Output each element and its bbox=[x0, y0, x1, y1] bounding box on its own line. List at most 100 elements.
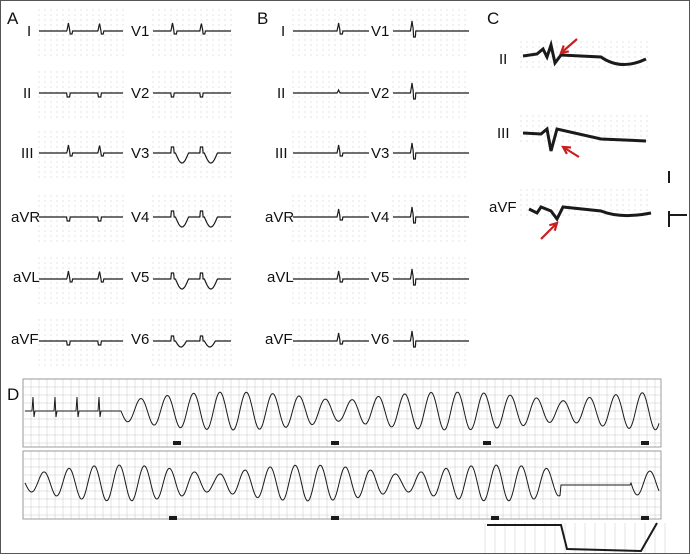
trace-c-ii bbox=[522, 39, 647, 67]
trace-b-right-0 bbox=[393, 20, 469, 38]
trace-b-right-5 bbox=[393, 330, 469, 348]
lead-label-c-avf: aVF bbox=[489, 199, 517, 216]
paper-grid-b-right-0 bbox=[392, 9, 466, 59]
lead-label-b-v4: V4 bbox=[371, 209, 390, 226]
lead-label-b-v3: V3 bbox=[371, 145, 390, 162]
trace-a-right-0 bbox=[153, 22, 231, 35]
lead-label-b-avr: aVR bbox=[265, 209, 295, 226]
trace-a-left-4 bbox=[39, 270, 123, 283]
trace-b-right-1 bbox=[393, 82, 469, 100]
timing-mark-1-2 bbox=[483, 441, 491, 445]
lead-label-c-ii: II bbox=[499, 51, 508, 68]
lead-label-a-v5: V5 bbox=[131, 269, 150, 286]
lead-label-b-i: I bbox=[281, 23, 286, 40]
paper-grid-a-left-0 bbox=[38, 9, 124, 59]
lead-label-b-ii: II bbox=[277, 85, 286, 102]
trace-b-right-3 bbox=[393, 206, 469, 224]
timing-mark-1-1 bbox=[331, 441, 339, 445]
lead-label-a-v2: V2 bbox=[131, 85, 150, 102]
paper-grid-a-right-4 bbox=[152, 257, 232, 307]
panel-label-b: B bbox=[257, 9, 269, 28]
trace-c-iii bbox=[522, 126, 647, 152]
panel-label-a: A bbox=[7, 9, 19, 28]
paper-grid-b-left-3 bbox=[292, 195, 366, 245]
trace-a-left-1 bbox=[39, 92, 123, 98]
arrow-c-iii bbox=[562, 146, 580, 158]
trace-b-right-2 bbox=[393, 142, 469, 160]
paper-grid-b-left-0 bbox=[292, 9, 366, 59]
timing-mark-2-0 bbox=[169, 516, 177, 520]
lead-label-a-v1: V1 bbox=[131, 23, 150, 40]
arrow-c-ii bbox=[560, 38, 578, 54]
panel-label-d: D bbox=[7, 385, 20, 404]
lead-label-a-v3: V3 bbox=[131, 145, 150, 162]
paper-grid-b-left-1 bbox=[292, 71, 366, 121]
lead-label-b-avf: aVF bbox=[265, 331, 293, 348]
paper-grid-b-right-2 bbox=[392, 131, 466, 181]
paper-grid-b-right-4 bbox=[392, 257, 466, 307]
lead-label-b-v5: V5 bbox=[371, 269, 390, 286]
paper-grid-a-left-3 bbox=[38, 195, 124, 245]
lead-label-a-avf: aVF bbox=[11, 331, 39, 348]
trace-rhythm-2 bbox=[24, 464, 660, 502]
rhythm-strip-2-border bbox=[22, 450, 662, 520]
trace-b-left-5 bbox=[293, 332, 369, 345]
rhythm-strip-1-grid bbox=[22, 378, 661, 447]
paper-grid-b-left-4 bbox=[292, 257, 366, 307]
lead-label-b-v6: V6 bbox=[371, 331, 390, 348]
lead-label-a-i: I bbox=[27, 23, 32, 40]
timing-mark-2-3 bbox=[641, 516, 649, 520]
panel-label-c: C bbox=[487, 9, 500, 28]
lead-label-b-v1: V1 bbox=[371, 23, 390, 40]
paper-grid-a-left-2 bbox=[38, 131, 124, 181]
paper-grid-a-right-1 bbox=[152, 71, 232, 121]
trace-b-right-4 bbox=[393, 268, 469, 286]
arrow-c-iii-head bbox=[561, 145, 572, 155]
trace-b-left-1 bbox=[293, 88, 369, 94]
paper-grid-a-left-5 bbox=[38, 319, 124, 369]
trace-a-right-2 bbox=[153, 146, 231, 164]
paper-grid-a-right-3 bbox=[152, 195, 232, 245]
paper-grid-c-avf bbox=[520, 189, 648, 219]
timing-mark-1-0 bbox=[173, 441, 181, 445]
lead-label-b-v2: V2 bbox=[371, 85, 390, 102]
trace-rhythm-1 bbox=[25, 391, 660, 431]
paper-grid-a-left-4 bbox=[38, 257, 124, 307]
trace-b-left-2 bbox=[293, 144, 369, 157]
arrow-c-ii-head bbox=[559, 45, 570, 55]
lead-label-a-avr: aVR bbox=[11, 209, 41, 226]
trace-b-left-0 bbox=[293, 22, 369, 35]
timing-mark-2-2 bbox=[491, 516, 499, 520]
paper-grid-a-left-1 bbox=[38, 71, 124, 121]
paper-grid-b-right-3 bbox=[392, 195, 466, 245]
arrow-c-avf-head bbox=[549, 221, 559, 231]
trace-b-left-3 bbox=[293, 208, 369, 221]
lead-label-a-v4: V4 bbox=[131, 209, 150, 226]
rhythm-strip-1-border bbox=[22, 378, 662, 448]
paper-grid-b-right-1 bbox=[392, 71, 466, 121]
timing-mark-1-3 bbox=[641, 441, 649, 445]
paper-grid-b-right-5 bbox=[392, 319, 466, 369]
trace-c-avf bbox=[528, 205, 652, 222]
lead-label-c-iii: III bbox=[497, 125, 510, 142]
lead-label-b-iii: III bbox=[275, 145, 288, 162]
trace-a-right-5 bbox=[153, 335, 231, 348]
trace-a-left-2 bbox=[39, 144, 123, 157]
paper-grid-b-left-5 bbox=[292, 319, 366, 369]
trace-a-left-0 bbox=[39, 22, 123, 35]
timing-mark-2-1 bbox=[331, 516, 339, 520]
trace-a-left-3 bbox=[39, 216, 123, 222]
lead-label-b-avl: aVL bbox=[267, 269, 294, 286]
lead-label-a-avl: aVL bbox=[13, 269, 40, 286]
trace-c-edge bbox=[668, 171, 687, 227]
arrow-c-avf bbox=[540, 222, 558, 240]
paper-grid-b-left-2 bbox=[292, 131, 366, 181]
trace-a-right-3 bbox=[153, 210, 231, 228]
trace-a-right-4 bbox=[153, 272, 231, 290]
paper-grid-a-right-2 bbox=[152, 131, 232, 181]
paper-grid-a-right-0 bbox=[152, 9, 232, 59]
lead-label-a-iii: III bbox=[21, 145, 34, 162]
trace-a-left-5 bbox=[39, 340, 123, 346]
trace-a-right-1 bbox=[153, 92, 231, 98]
